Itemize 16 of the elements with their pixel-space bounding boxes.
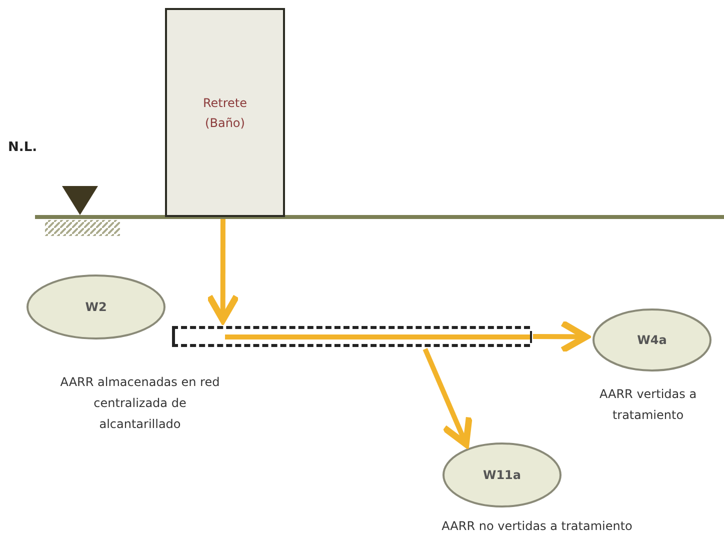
flow-arrow	[206, 219, 240, 324]
sewer-pipe	[172, 326, 530, 347]
category-ellipse	[442, 442, 562, 508]
building-label: Retrete (Baño)	[202, 94, 248, 132]
category-caption: AARR almacenadas en red centralizada de alcantarillado	[60, 374, 220, 433]
category-ellipse	[26, 274, 166, 340]
category-caption: AARR vertidas a tratamiento	[598, 386, 698, 424]
toilet-building	[165, 8, 285, 217]
level-label: N.L.	[8, 140, 38, 155]
category-code: W2	[85, 300, 107, 314]
category-code: W4a	[637, 333, 667, 347]
category-caption: AARR no vertidas a tratamiento	[440, 518, 634, 535]
category-ellipse	[592, 308, 712, 372]
flow-arrow	[422, 348, 472, 448]
flow-arrow	[532, 320, 590, 354]
category-code: W11a	[482, 468, 522, 482]
